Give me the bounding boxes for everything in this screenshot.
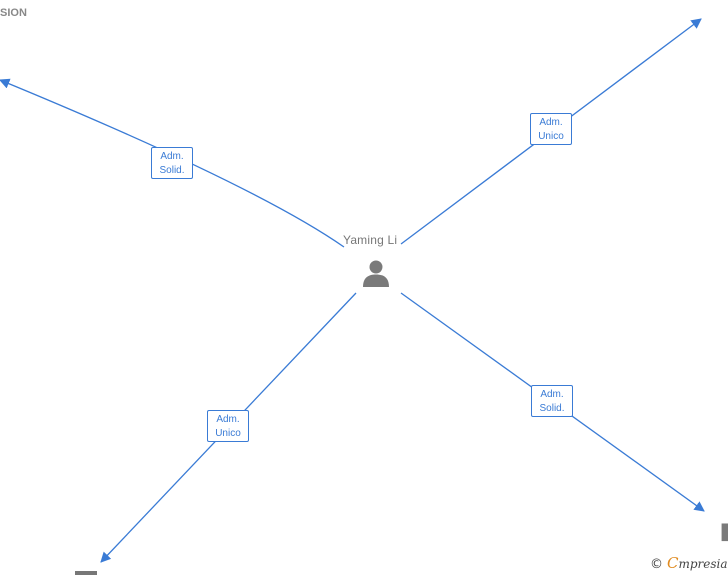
role-line1: Adm. — [160, 151, 184, 162]
company-icon-fragment[interactable] — [712, 0, 728, 8]
role-line2: Solid. — [539, 403, 565, 414]
center-node-name[interactable]: Yaming Li — [343, 233, 398, 247]
role-line1: Adm. — [216, 414, 240, 425]
copyright-symbol: © — [650, 557, 663, 572]
brand-initial: C — [667, 554, 679, 572]
role-label-top-right[interactable]: Adm. Unico — [530, 113, 572, 145]
person-icon[interactable] — [361, 258, 391, 288]
role-line2: Solid. — [159, 165, 185, 176]
role-label-bottom-left[interactable]: Adm. Unico — [207, 410, 249, 442]
role-line1: Adm. — [539, 117, 563, 128]
empresia-watermark: © Cmpresia — [650, 554, 728, 572]
edge-top-left[interactable] — [0, 78, 345, 248]
role-label-bottom-right[interactable]: Adm. Solid. — [531, 385, 573, 417]
role-line2: Unico — [215, 428, 241, 439]
role-label-top-left[interactable]: Adm. Solid. — [151, 147, 193, 179]
role-line1: Adm. — [540, 389, 564, 400]
brand-rest: mpresia — [678, 557, 728, 571]
company-icon-fragment-bottom[interactable] — [75, 571, 97, 575]
role-line2: Unico — [538, 131, 564, 142]
company-icon-fragment-right[interactable]: ▮ — [720, 518, 728, 543]
truncated-company-name[interactable]: SION — [0, 7, 27, 19]
